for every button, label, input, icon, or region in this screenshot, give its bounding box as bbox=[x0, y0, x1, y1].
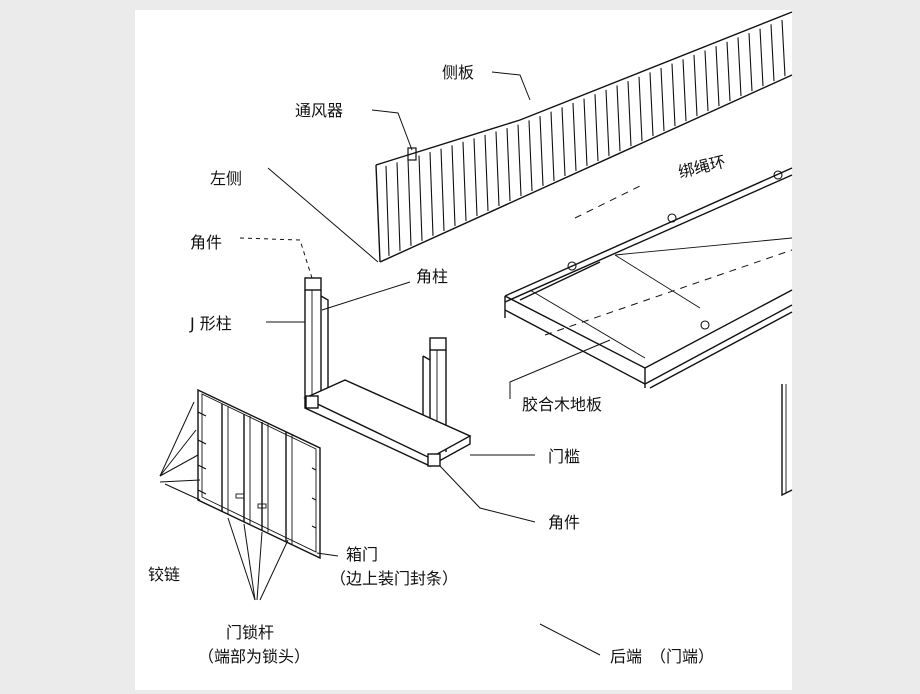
label-door-sill: 门槛 bbox=[548, 447, 580, 466]
corrugation-rib bbox=[495, 131, 500, 207]
corrugation-rib bbox=[473, 138, 478, 217]
floor-frame-drawing bbox=[504, 167, 793, 497]
corrugation-rib bbox=[682, 59, 687, 122]
corrugation-rib bbox=[759, 28, 764, 87]
corrugation-rib bbox=[517, 124, 522, 197]
corrugation-rib bbox=[429, 152, 434, 236]
corrugation-rib bbox=[781, 19, 786, 77]
label-side-panel: 侧板 bbox=[442, 63, 474, 82]
canvas-area bbox=[135, 10, 792, 690]
corrugation-rib bbox=[605, 89, 610, 157]
corrugation-rib bbox=[539, 116, 544, 187]
label-plywood-floor: 胶合木地板 bbox=[522, 395, 602, 414]
door-drawing bbox=[197, 388, 321, 560]
label-corner-fitting-top: 角件 bbox=[190, 233, 222, 252]
rear-frame-drawing bbox=[303, 277, 472, 468]
leader-lines bbox=[159, 71, 611, 656]
corrugation-rib bbox=[451, 145, 456, 227]
corrugation-rib bbox=[484, 134, 489, 212]
label-corner-fitting-bottom: 角件 bbox=[548, 513, 580, 532]
corrugation-rib bbox=[594, 94, 599, 162]
corrugation-rib bbox=[583, 98, 588, 167]
corrugation-rib bbox=[660, 67, 665, 132]
corrugation-rib bbox=[649, 72, 654, 137]
bottom-left-fitting-shape bbox=[305, 395, 319, 409]
corrugation-rib bbox=[693, 54, 698, 117]
corrugation-rib bbox=[550, 111, 555, 182]
label-corner-post: 角柱 bbox=[416, 267, 448, 286]
label-j-post: J 形柱 bbox=[189, 314, 232, 333]
corrugation-rib bbox=[561, 107, 566, 177]
label-lock-rod: 门锁杆 bbox=[226, 623, 274, 642]
corrugation-rib bbox=[627, 81, 632, 147]
corrugation-rib bbox=[407, 158, 412, 246]
label-rear-end: 后端 （门端） bbox=[610, 647, 714, 666]
label-door-seal: （边上装门封条） bbox=[330, 569, 458, 588]
corrugation-rib bbox=[671, 63, 676, 127]
corrugation-rib bbox=[440, 148, 445, 232]
corrugation-rib bbox=[737, 37, 742, 97]
corrugation-rib bbox=[396, 162, 401, 251]
label-ventilator: 通风器 bbox=[295, 101, 343, 120]
corrugation-rib bbox=[462, 141, 467, 222]
corrugation-rib bbox=[385, 165, 390, 256]
corrugation-rib bbox=[572, 102, 577, 172]
label-hinge: 铰链 bbox=[148, 565, 180, 584]
corrugation-rib bbox=[506, 128, 511, 202]
corrugation-rib bbox=[638, 76, 643, 142]
corrugation-rib bbox=[748, 33, 753, 92]
bottom-corner-fitting-shape bbox=[427, 453, 441, 467]
ventilator-shape bbox=[407, 147, 417, 161]
label-left-side: 左侧 bbox=[210, 169, 242, 188]
label-lock-rod-head: （端部为锁头） bbox=[198, 647, 310, 666]
corrugation-rib bbox=[715, 46, 720, 107]
corrugation-rib bbox=[726, 41, 731, 102]
side-panel-drawing bbox=[375, 11, 793, 263]
right-corner-fitting-shape bbox=[429, 337, 447, 351]
corrugation-rib bbox=[704, 50, 709, 112]
corrugation-rib bbox=[616, 85, 621, 152]
corrugation-rib bbox=[418, 155, 423, 241]
corrugation-rib bbox=[770, 24, 775, 82]
top-corner-fitting-shape bbox=[304, 277, 322, 291]
label-door: 箱门 bbox=[346, 545, 378, 564]
labels: 侧板 通风器 左侧 角件 角柱 J 形柱 绑绳环 胶合木地板 门槛 角件 铰链 … bbox=[148, 63, 728, 666]
corrugation-rib bbox=[528, 120, 533, 192]
